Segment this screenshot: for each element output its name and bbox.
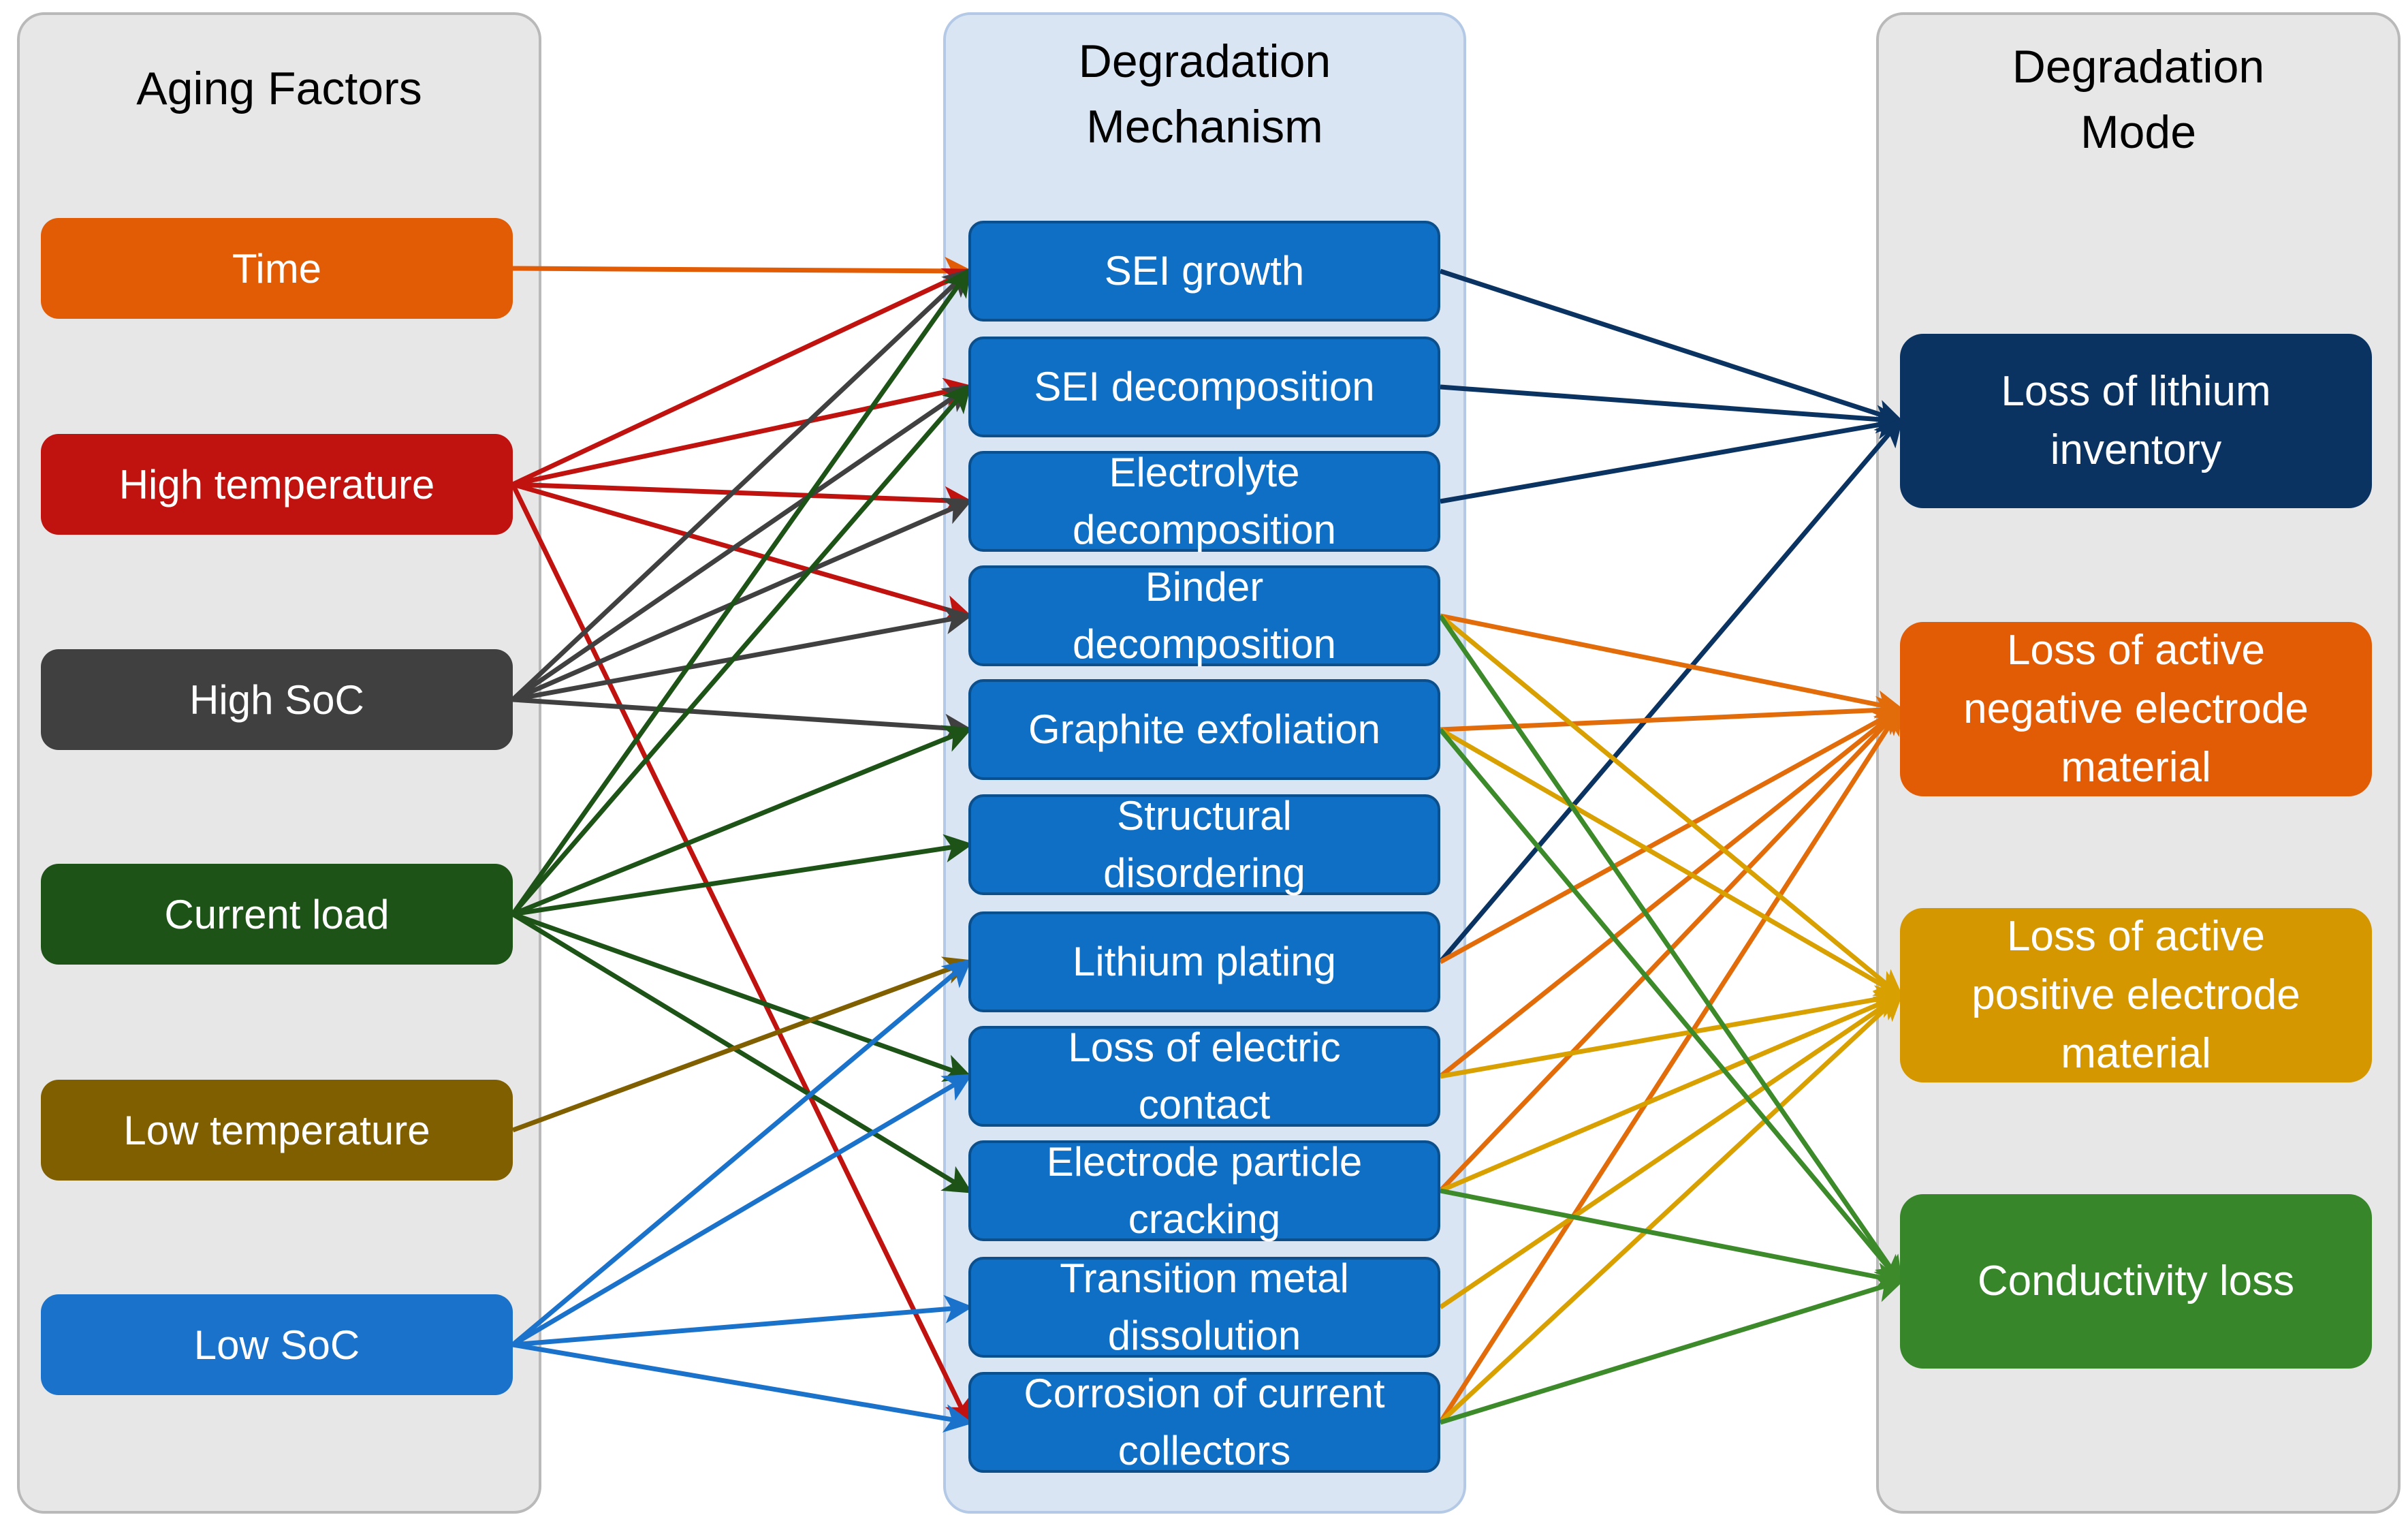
link-cracking-to-lampe: [1439, 991, 1905, 1193]
link-hightemp-to-binder: [512, 482, 973, 623]
mode-loss-of-lithium-inventory: Loss of lithium inventory: [1900, 334, 2372, 508]
mechanism-electrode-particle-cracking: Electrode particle cracking: [968, 1139, 1440, 1242]
link-highsoc-to-sei: [511, 268, 972, 702]
link-lowsoc-to-contact: [511, 1074, 973, 1347]
mode-conductivity-loss: Conductivity loss: [1900, 1194, 2372, 1369]
link-highsoc-to-binder: [512, 606, 973, 702]
link-corrosion-to-lamne: [1438, 705, 1903, 1424]
mechanism-binder-decomposition: Binder decomposition: [968, 564, 1440, 667]
link-hightemp-to-corrosion: [510, 483, 971, 1427]
link-graphite-to-lampe: [1439, 727, 1905, 998]
mechanism-corrosion-of-current-collectors: Corrosion of current collectors: [968, 1371, 1440, 1473]
link-current-to-contact: [511, 911, 973, 1082]
link-current-to-sei: [511, 267, 972, 916]
mechanism-sei-growth: SEI growth: [968, 221, 1440, 322]
link-graphite-to-cond: [1438, 728, 1903, 1285]
link-current-to-graphite: [511, 725, 973, 917]
mechanism-graphite-exfoliation: Graphite exfoliation: [968, 679, 1440, 780]
factor-current-load: Current load: [41, 864, 513, 965]
link-lowsoc-to-corrosion: [512, 1342, 973, 1433]
link-lowsoc-to-plating: [511, 958, 972, 1347]
mechanism-transition-metal-dissolution: Transition metal dissolution: [968, 1255, 1440, 1358]
link-seidec-to-lli: [1440, 384, 1905, 434]
mechanism-structural-disordering: Structural disordering: [968, 793, 1440, 896]
link-binder-to-lampe: [1438, 614, 1904, 999]
link-sei-to-lli: [1439, 268, 1905, 428]
link-binder-to-cond: [1438, 614, 1903, 1285]
link-cracking-to-cond: [1440, 1188, 1905, 1291]
aging-factors-title: Aging Factors: [136, 63, 422, 114]
degradation-mechanism-title: Degradation Mechanism: [1078, 35, 1331, 153]
factor-time: Time: [41, 218, 513, 319]
factor-high-temperature: High temperature: [41, 434, 513, 535]
mechanism-sei-decomposition: SEI decomposition: [968, 337, 1440, 437]
link-electrolyte-to-lli: [1440, 411, 1905, 504]
link-hightemp-to-sei: [511, 268, 973, 487]
link-contact-to-lampe: [1440, 985, 1905, 1079]
link-lowtemp-to-plating: [511, 956, 973, 1133]
link-binder-to-lamne: [1440, 613, 1905, 719]
link-lowsoc-to-tmd: [512, 1294, 973, 1347]
link-plating-to-lamne: [1439, 706, 1905, 965]
factor-high-soc: High SoC: [41, 649, 513, 750]
link-contact-to-lamne: [1438, 706, 1904, 1078]
mechanism-loss-of-electric-contact: Loss of electric contact: [968, 1025, 1440, 1127]
link-hightemp-to-electrolyte: [512, 482, 973, 515]
factor-low-temperature: Low temperature: [41, 1080, 513, 1181]
factor-low-soc: Low SoC: [41, 1294, 513, 1395]
link-hightemp-to-seidec: [512, 377, 973, 487]
link-plating-to-lli: [1438, 417, 1903, 964]
mechanism-electrolyte-decomposition: Electrolyte decomposition: [968, 450, 1440, 552]
mechanism-lithium-plating: Lithium plating: [968, 911, 1440, 1012]
link-current-to-cracking: [511, 912, 972, 1193]
link-current-to-structural: [512, 834, 973, 917]
link-corrosion-to-cond: [1439, 1275, 1905, 1425]
degradation-mode-title: Degradation Mode: [2012, 41, 2265, 158]
link-highsoc-to-graphite: [512, 697, 973, 743]
mode-loss-of-active-positive-electrode-material: Loss of active positive electrode materi…: [1900, 908, 2372, 1082]
link-tmd-to-lampe: [1439, 993, 1904, 1309]
link-current-to-seidec: [511, 383, 972, 916]
mode-loss-of-active-negative-electrode-material: Loss of active negative electrode materi…: [1900, 622, 2372, 796]
link-highsoc-to-seidec: [511, 384, 972, 702]
link-corrosion-to-lampe: [1438, 992, 1904, 1424]
link-time-to-sei: [512, 256, 973, 285]
link-highsoc-to-electrolyte: [511, 497, 973, 702]
